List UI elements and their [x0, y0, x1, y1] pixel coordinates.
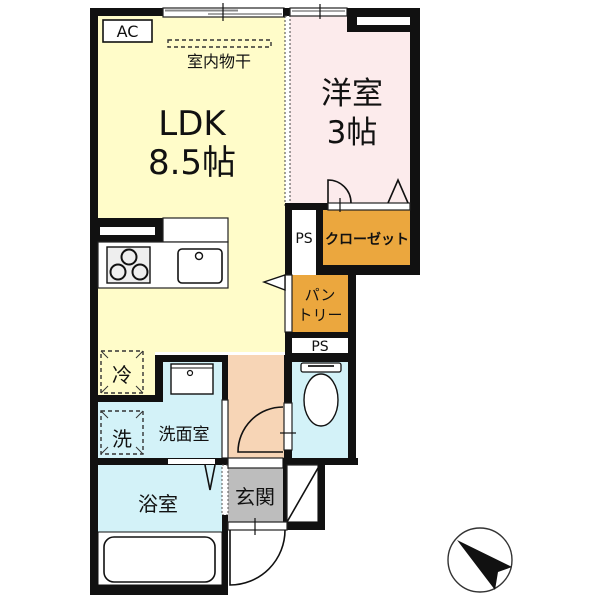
- bathroom-area: [98, 465, 222, 532]
- north-arrow-icon: [447, 527, 513, 593]
- washer-label: 洗: [112, 427, 132, 451]
- window-western: [289, 7, 348, 17]
- wall-left: [90, 8, 98, 595]
- ac-label: AC: [117, 22, 139, 41]
- ac-box: [102, 19, 153, 43]
- pipe-space-upper-label: PS: [295, 231, 312, 247]
- front-door-swing: [229, 529, 286, 586]
- wall-ps-upper-left: [285, 206, 292, 275]
- closet-area: [323, 210, 410, 265]
- entrance-label: 玄関: [235, 485, 275, 509]
- pantry-sliding-door: [284, 274, 293, 333]
- pantry-label-line2: トリー: [297, 306, 342, 324]
- walls: [90, 3, 420, 595]
- wall-ps-lower-bottom: [285, 353, 356, 362]
- hallway-area: [228, 355, 284, 458]
- shoe-storage-diagonal: [286, 467, 319, 523]
- closet-label: クローゼット: [325, 231, 409, 248]
- bathroom-door-opening: [168, 459, 215, 464]
- toilet-door-swing: [237, 406, 284, 453]
- entrance-step-edge: [221, 464, 229, 516]
- wall-pantry-right: [348, 270, 356, 465]
- pipe-space-lower-label: PS: [311, 339, 328, 355]
- wall-ldk-bottom-left: [98, 395, 163, 402]
- sink-icon: [177, 248, 223, 284]
- wall-bottom: [90, 585, 228, 595]
- wall-bath-right: [222, 515, 228, 595]
- western-room-area: [290, 16, 410, 203]
- wall-ps-closet-divider: [316, 210, 323, 275]
- washer-space: [100, 410, 144, 455]
- washroom-door-frame: [221, 399, 229, 459]
- kitchen-upper-cabinet: [162, 217, 229, 243]
- movable-partition: [284, 15, 291, 207]
- closet-door-frame: [327, 202, 411, 211]
- wall-toilet-left-lower: [284, 450, 292, 465]
- wall-vanity-top: [155, 355, 228, 362]
- hallway-entrance-step: [227, 457, 284, 469]
- ldk-area: [98, 16, 285, 352]
- wall-entrance-right: [283, 458, 287, 530]
- washroom-label: 洗面室: [159, 425, 210, 445]
- wall-top-ldk: [90, 8, 163, 16]
- bathroom-folding-door: [204, 464, 216, 491]
- toilet-icon: [300, 362, 342, 427]
- pantry-label-line1: パン: [305, 286, 336, 304]
- western-room-name: 洋室: [321, 76, 383, 112]
- wall-vanity-left: [155, 355, 163, 402]
- wall-pantry-bottom: [285, 332, 356, 338]
- doors: [204, 177, 409, 586]
- pantry-door-marker: [261, 274, 286, 292]
- wall-top-column: [283, 8, 290, 17]
- bathroom-label: 浴室: [138, 492, 178, 516]
- toilet-door-frame: [283, 402, 293, 451]
- indoor-drying-label: 室内物干: [187, 52, 251, 71]
- wall-right-upper: [410, 8, 420, 275]
- ldk-size: 8.5帖: [148, 143, 236, 183]
- wall-ps-lower-left: [285, 332, 292, 362]
- wall-washroom-bath: [98, 458, 228, 465]
- wall-storage-right: [318, 460, 325, 530]
- wall-closet-bottom: [316, 265, 420, 275]
- wall-top-right-slot: [357, 17, 412, 25]
- refrigerator-space: [100, 350, 144, 394]
- pipe-space-upper-area: [292, 210, 316, 267]
- fixtures: AC 室内物干 冷: [97, 19, 342, 586]
- kitchen-wall-slot: [100, 227, 155, 235]
- room-labels: LDK 8.5帖 洋室 3帖 PS クローゼット パン トリー PS 洗面室 浴…: [138, 76, 409, 516]
- closet-folding-door: [387, 177, 409, 204]
- western-room-door-swing: [327, 179, 352, 204]
- washbasin-icon: [170, 363, 214, 395]
- bathtub-icon: [97, 531, 223, 586]
- entrance-threshold: [227, 521, 288, 531]
- pipe-space-lower-area: [292, 338, 348, 353]
- refrigerator-label: 冷: [112, 363, 132, 387]
- wall-western-bottom: [285, 203, 328, 210]
- western-room-size: 3帖: [327, 115, 378, 151]
- entrance-area: [228, 468, 283, 522]
- three-burner-stove-icon: [106, 246, 151, 284]
- pantry-area: [292, 275, 348, 332]
- wall-storage-bottom: [287, 522, 325, 530]
- indoor-drying-rail: [167, 39, 272, 48]
- wall-toilet-left: [284, 355, 292, 403]
- wall-vanity-right: [222, 355, 228, 400]
- ldk-name: LDK: [158, 104, 227, 144]
